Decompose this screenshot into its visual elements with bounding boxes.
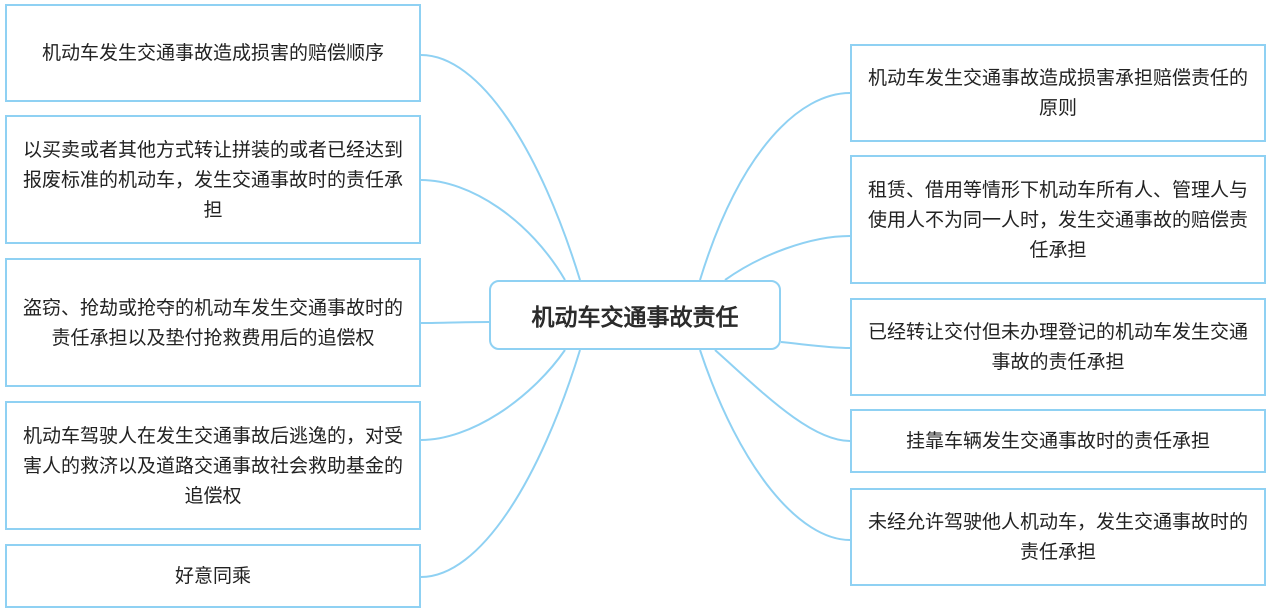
link-left-1 bbox=[420, 54, 581, 281]
right-node-2-label: 租赁、借用等情形下机动车所有人、管理人与使用人不为同一人时，发生交通事故的赔偿责… bbox=[867, 178, 1248, 261]
left-node-3[interactable]: 盗窃、抢劫或抢夺的机动车发生交通事故时的责任承担以及垫付抢救费用后的追偿权 bbox=[5, 258, 421, 387]
left-node-4-label: 机动车驾驶人在发生交通事故后逃逸的，对受害人的救济以及道路交通事故社会救助基金的… bbox=[22, 424, 403, 507]
link-right-5 bbox=[699, 349, 851, 541]
right-node-1-label: 机动车发生交通事故造成损害承担赔偿责任的原则 bbox=[867, 67, 1248, 119]
right-node-2[interactable]: 租赁、借用等情形下机动车所有人、管理人与使用人不为同一人时，发生交通事故的赔偿责… bbox=[850, 155, 1266, 284]
right-node-4-label: 挂靠车辆发生交通事故时的责任承担 bbox=[905, 430, 1210, 452]
link-right-4 bbox=[714, 349, 851, 442]
left-node-4[interactable]: 机动车驾驶人在发生交通事故后逃逸的，对受害人的救济以及道路交通事故社会救助基金的… bbox=[5, 401, 421, 530]
link-left-5 bbox=[420, 349, 581, 578]
link-right-2 bbox=[724, 235, 851, 281]
left-node-1-label: 机动车发生交通事故造成损害的赔偿顺序 bbox=[41, 42, 384, 64]
link-left-4 bbox=[420, 349, 566, 441]
link-left-2 bbox=[420, 179, 566, 281]
right-node-4[interactable]: 挂靠车辆发生交通事故时的责任承担 bbox=[850, 409, 1266, 473]
right-node-5-label: 未经允许驾驶他人机动车，发生交通事故时的责任承担 bbox=[867, 511, 1248, 563]
left-node-1[interactable]: 机动车发生交通事故造成损害的赔偿顺序 bbox=[5, 4, 421, 102]
left-node-5-label: 好意同乘 bbox=[174, 565, 251, 587]
link-left-3 bbox=[420, 321, 490, 324]
left-node-3-label: 盗窃、抢劫或抢夺的机动车发生交通事故时的责任承担以及垫付抢救费用后的追偿权 bbox=[22, 296, 403, 349]
right-node-3[interactable]: 已经转让交付但未办理登记的机动车发生交通事故的责任承担 bbox=[850, 298, 1266, 396]
link-right-1 bbox=[699, 92, 851, 281]
right-node-5[interactable]: 未经允许驾驶他人机动车，发生交通事故时的责任承担 bbox=[850, 488, 1266, 586]
right-node-3-label: 已经转让交付但未办理登记的机动车发生交通事故的责任承担 bbox=[867, 321, 1248, 373]
right-node-1[interactable]: 机动车发生交通事故造成损害承担赔偿责任的原则 bbox=[850, 44, 1266, 142]
center-topic[interactable]: 机动车交通事故责任 bbox=[489, 280, 781, 350]
left-node-2[interactable]: 以买卖或者其他方式转让拼装的或者已经达到报废标准的机动车，发生交通事故时的责任承… bbox=[5, 115, 421, 244]
center-topic-title: 机动车交通事故责任 bbox=[531, 305, 739, 331]
left-node-5[interactable]: 好意同乘 bbox=[5, 544, 421, 608]
link-right-3 bbox=[780, 341, 851, 349]
left-node-2-label: 以买卖或者其他方式转让拼装的或者已经达到报废标准的机动车，发生交通事故时的责任承… bbox=[22, 138, 403, 221]
